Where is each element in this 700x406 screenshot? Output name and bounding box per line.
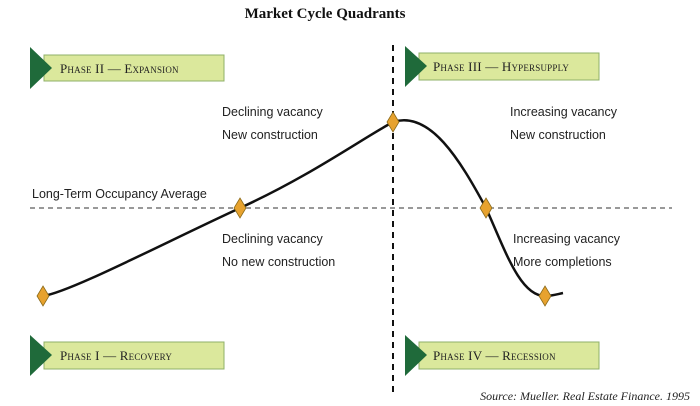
cycle-point-marker	[538, 285, 552, 307]
q1-line2: No new construction	[222, 255, 335, 269]
q3-line2: New construction	[510, 128, 606, 142]
cycle-point-marker	[36, 285, 50, 307]
cycle-point-marker	[386, 111, 400, 133]
q4-line2: More completions	[513, 255, 612, 269]
arrow-icon	[30, 335, 52, 376]
occupancy-average-label: Long-Term Occupancy Average	[32, 187, 207, 201]
phase-3-banner: Phase III — Hypersupply	[405, 46, 600, 87]
diagram-title: Market Cycle Quadrants	[245, 6, 406, 22]
q2-line1: Declining vacancy	[222, 105, 323, 119]
cycle-point-marker	[479, 197, 493, 219]
arrow-icon	[405, 335, 427, 376]
q2-line2: New construction	[222, 128, 318, 142]
cycle-point-marker	[233, 197, 247, 219]
arrow-icon	[30, 47, 52, 89]
phase-3-label: Phase III — Hypersupply	[433, 59, 569, 74]
phase-4-label: Phase IV — Recession	[433, 348, 556, 363]
q3-line1: Increasing vacancy	[510, 105, 618, 119]
phase-4-banner: Phase IV — Recession	[405, 335, 600, 376]
arrow-icon	[405, 46, 427, 87]
q4-line1: Increasing vacancy	[513, 232, 621, 246]
source-citation: Source: Mueller. Real Estate Finance. 19…	[480, 389, 690, 403]
q1-line1: Declining vacancy	[222, 232, 323, 246]
phase-1-banner: Phase I — Recovery	[30, 335, 225, 376]
phase-1-label: Phase I — Recovery	[60, 348, 172, 363]
phase-2-label: Phase II — Expansion	[60, 61, 179, 76]
phase-2-banner: Phase II — Expansion	[30, 47, 225, 89]
